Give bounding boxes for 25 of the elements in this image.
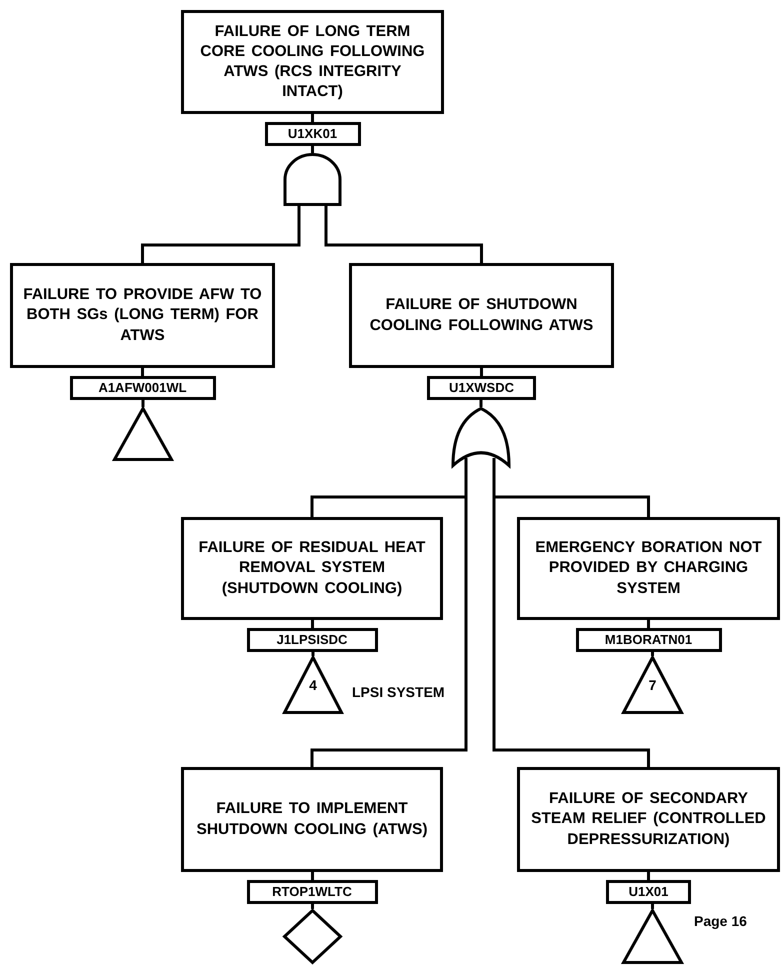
- event-id-tag: U1XWSDC: [427, 376, 536, 400]
- connector-line: [311, 904, 314, 909]
- connector-line: [651, 904, 654, 909]
- connector-line: [311, 146, 314, 153]
- event-box: FAILURE TO PROVIDE AFW TO BOTH SGs (LONG TERM) FOR ATWS: [10, 263, 275, 368]
- event-id-tag: RTOP1WLTC: [246, 880, 378, 904]
- connector-line: [141, 206, 300, 263]
- event-box: FAILURE OF LONG TERM CORE COOLING FOLLOWING ATWS (RCS INTEGRITY INTACT): [181, 10, 444, 114]
- event-id-tag: A1AFW001WL: [70, 376, 216, 400]
- connector-line: [480, 400, 482, 407]
- connector-line: [142, 400, 144, 407]
- event-box: FAILURE TO IMPLEMENT SHUTDOWN COOLING (ATWS): [181, 767, 443, 872]
- event-id-tag: U1X01: [606, 880, 691, 904]
- event-box: FAILURE OF SHUTDOWN COOLING FOLLOWING ATWS: [349, 263, 614, 368]
- page-number: Page 16: [694, 913, 747, 929]
- transfer-number: 4: [308, 676, 318, 693]
- event-id-tag: M1BORATN01: [576, 628, 722, 652]
- event-box: FAILURE OF SECONDARY STEAM RELIEF (CONTROLLED DEPRESSURIZATION): [517, 767, 780, 872]
- event-box: FAILURE OF RESIDUAL HEAT REMOVAL SYSTEM (SHUTDOWN COOLING): [181, 517, 443, 620]
- event-box: EMERGENCY BORATION NOT PROVIDED BY CHARGING SYSTEM: [517, 517, 780, 620]
- event-id-tag: U1XK01: [264, 122, 360, 146]
- node-caption: LPSI SYSTEM: [352, 684, 445, 700]
- transfer-number: 7: [648, 676, 658, 693]
- connector-line: [324, 206, 483, 263]
- event-id-tag: J1LPSISDC: [246, 628, 378, 652]
